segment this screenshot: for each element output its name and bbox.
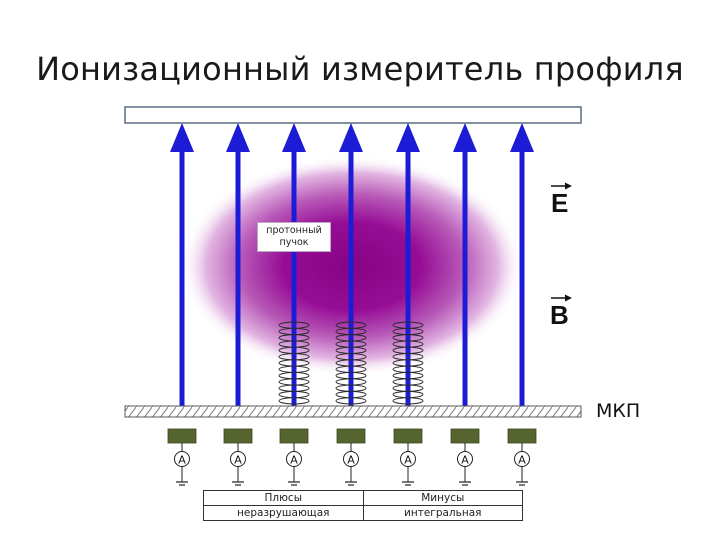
readout-channel: A	[336, 428, 366, 486]
readout-channel: A	[507, 428, 537, 486]
pros-cons-table: Плюсы Минусы неразрушающая интегральная	[203, 490, 523, 521]
anode-pad	[393, 428, 423, 444]
electron-spiral	[278, 321, 310, 405]
field-arrow	[226, 123, 250, 406]
beam-label-line1: протонный	[266, 225, 322, 236]
field-arrow	[339, 123, 363, 406]
ammeter-symbol: A	[461, 454, 469, 467]
readout-channel: A	[393, 428, 423, 486]
ammeter-symbol: A	[518, 454, 526, 467]
top-electrode	[124, 106, 582, 124]
mcp-plate	[124, 405, 582, 418]
beam-label: протонный пучок	[257, 222, 331, 252]
anode-pad	[279, 428, 309, 444]
ammeter-symbol: A	[178, 454, 186, 467]
cons-header: Минусы	[362, 490, 523, 506]
ammeter-symbol: A	[404, 454, 412, 467]
field-arrow	[453, 123, 477, 406]
electron-spiral	[335, 321, 367, 405]
pros-value: неразрушающая	[203, 505, 364, 521]
mcp-label: МКП	[596, 400, 641, 422]
magnetic-field-label: B	[550, 300, 569, 330]
anode-pad	[507, 428, 537, 444]
electron-spirals	[278, 321, 424, 405]
e-vector-arrow	[551, 182, 572, 190]
field-arrow	[510, 123, 534, 406]
field-arrow	[282, 123, 306, 406]
ammeter-symbol: A	[234, 454, 242, 467]
field-arrow	[170, 123, 194, 406]
anode-pad	[167, 428, 197, 444]
page-title: Ионизационный измеритель профиля	[36, 50, 684, 88]
cons-value: интегральная	[362, 505, 523, 521]
readout-channel: A	[450, 428, 480, 486]
pros-header: Плюсы	[203, 490, 364, 506]
b-vector-arrow	[551, 294, 572, 302]
anode-pad	[450, 428, 480, 444]
readout-channel: A	[279, 428, 309, 486]
anode-pad	[336, 428, 366, 444]
beam-label-line2: пучок	[279, 237, 309, 248]
ammeter-symbol: A	[347, 454, 355, 467]
field-arrow	[396, 123, 420, 406]
electric-field-label: E	[551, 188, 569, 218]
anode-pad	[223, 428, 253, 444]
electron-spiral	[392, 321, 424, 405]
ammeter-symbol: A	[290, 454, 298, 467]
readout-channel: A	[167, 428, 197, 486]
field-arrows	[170, 123, 534, 406]
readout-channel: A	[223, 428, 253, 486]
